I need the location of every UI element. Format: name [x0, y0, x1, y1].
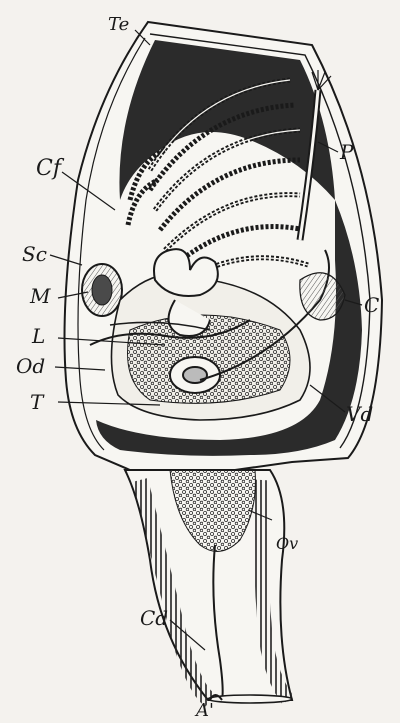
label-od: Od	[16, 356, 45, 376]
label-m: M	[30, 286, 50, 306]
label-ov: Ov	[276, 536, 298, 552]
label-vd: Vd	[346, 404, 373, 424]
label-l: L	[32, 326, 45, 346]
label-sc: Sc	[22, 244, 47, 264]
label-a: A'	[196, 702, 214, 720]
label-cd: Cd	[140, 608, 168, 628]
label-c: C	[364, 295, 379, 315]
label-p: P	[340, 142, 353, 162]
label-t: T	[30, 392, 43, 412]
label-te: Te	[108, 16, 129, 34]
label-cf: Cf	[36, 158, 61, 180]
